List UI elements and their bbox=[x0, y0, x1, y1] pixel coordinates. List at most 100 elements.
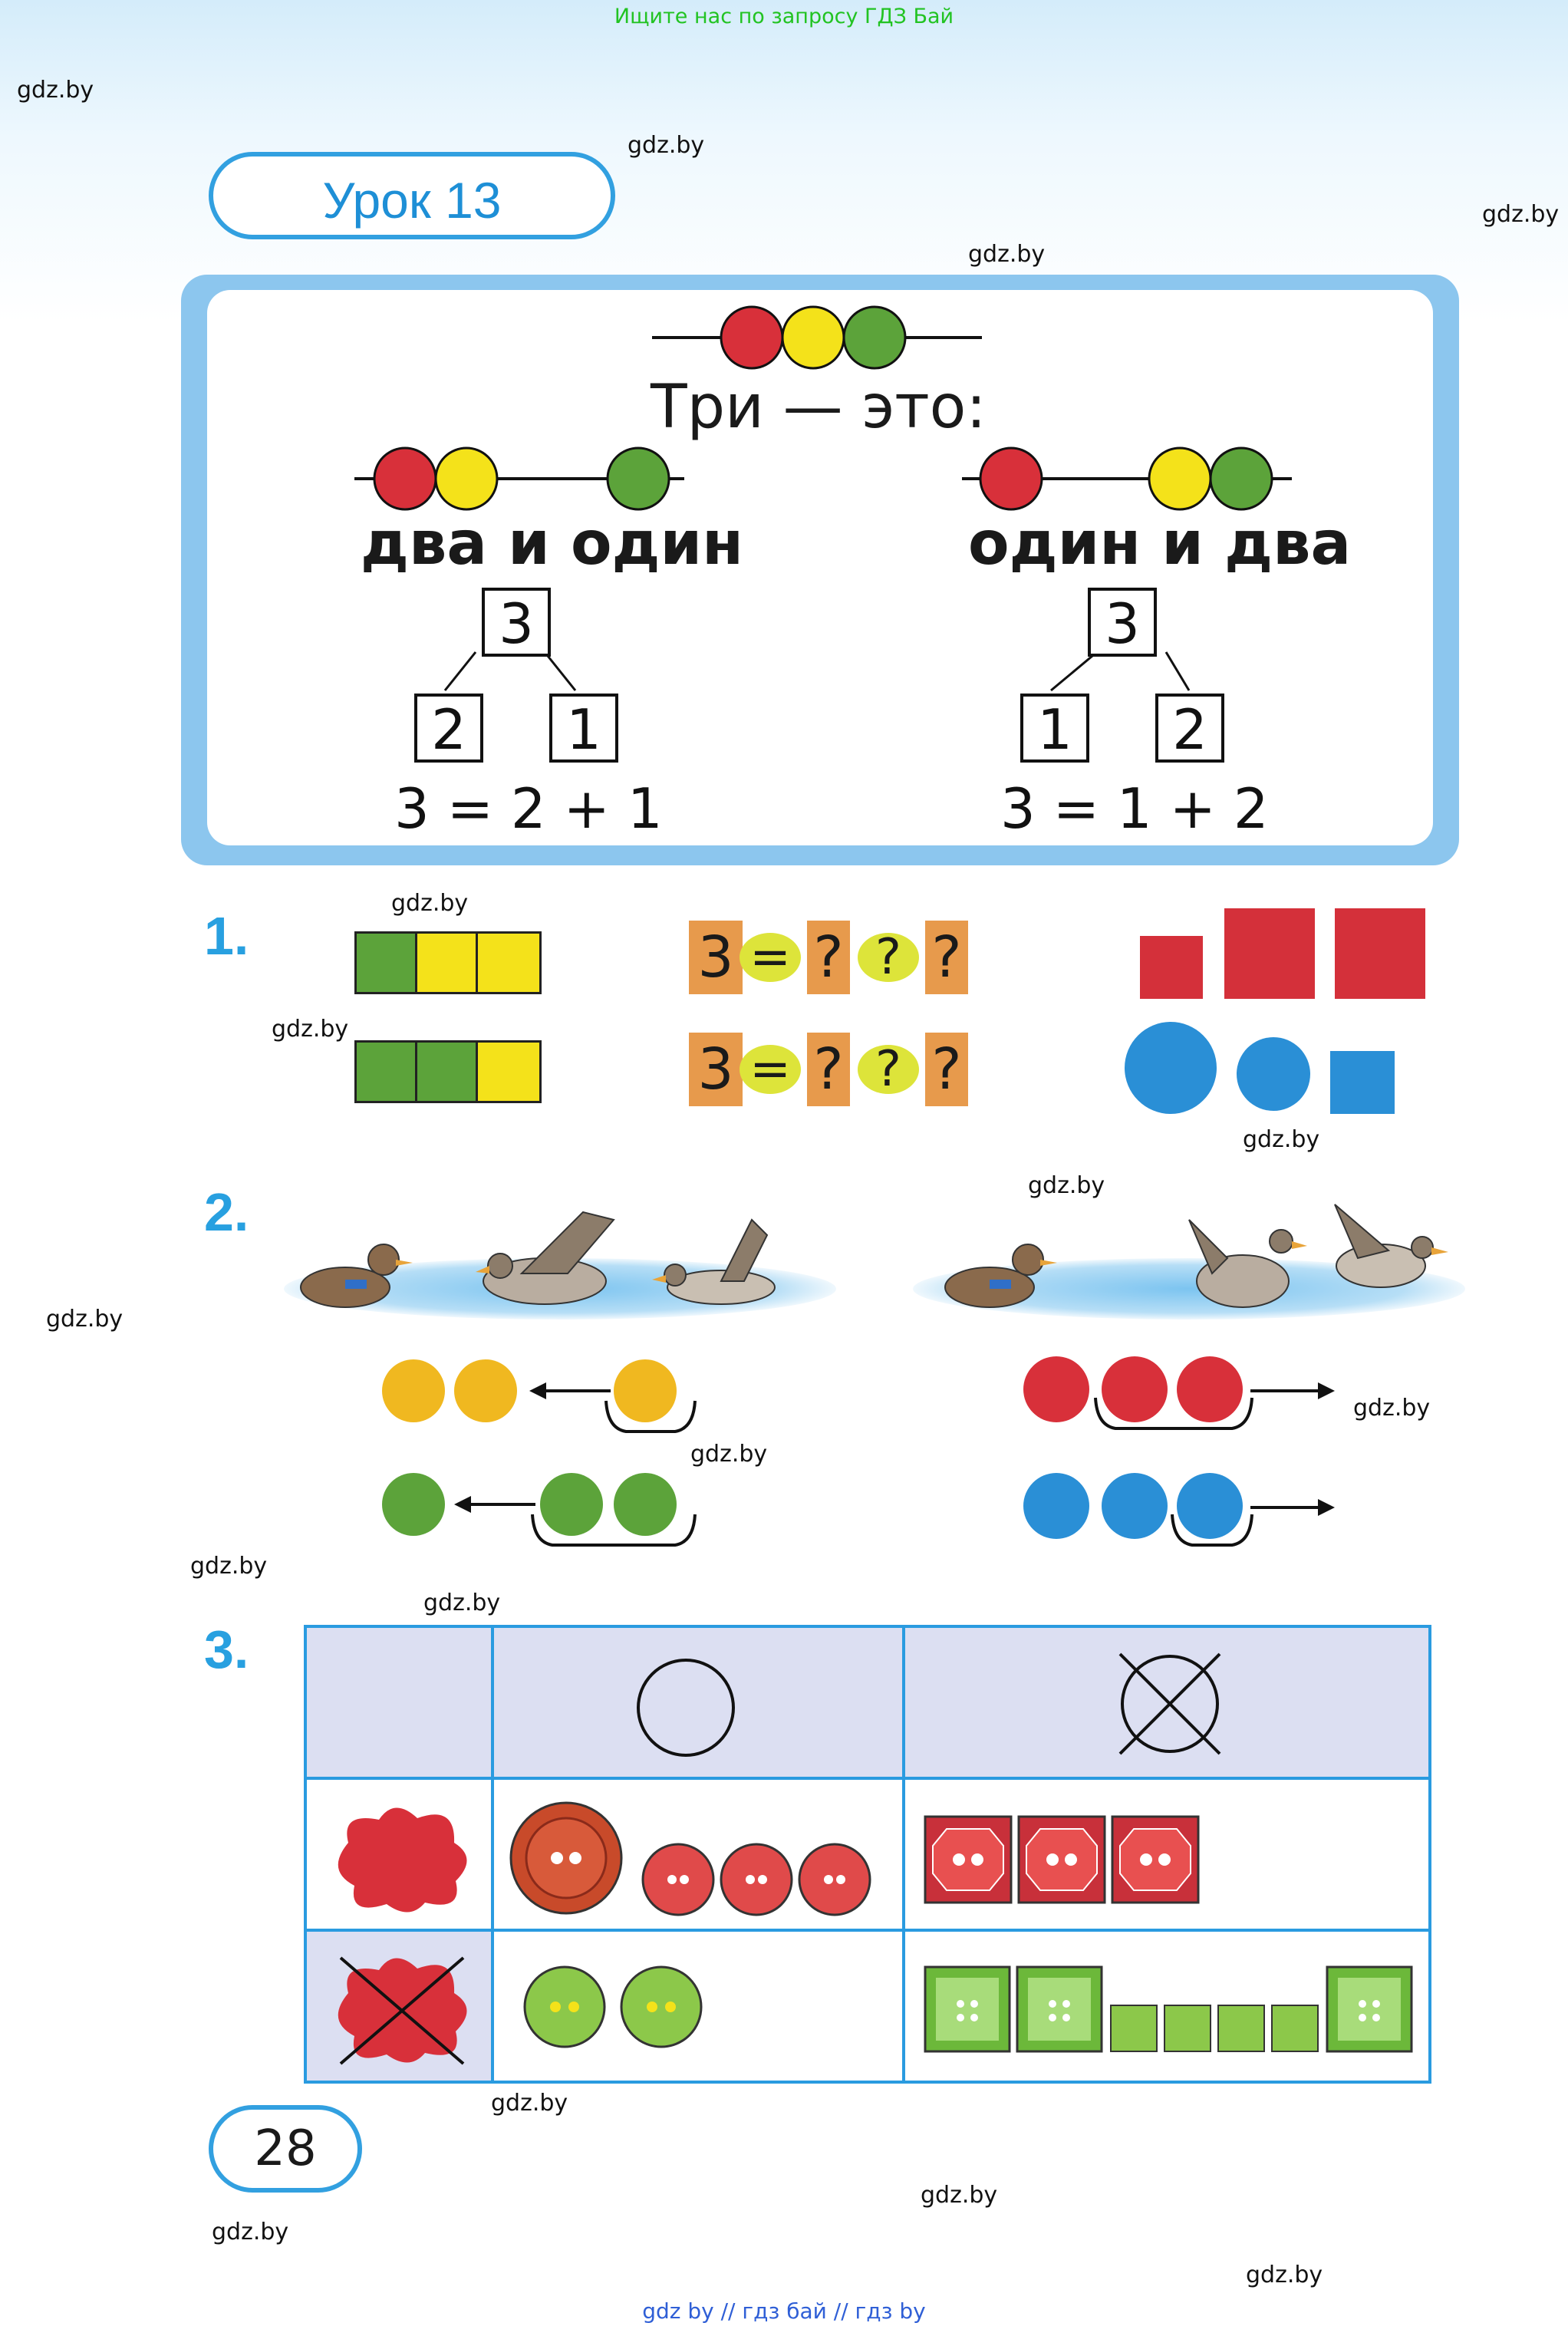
red-big-square bbox=[1224, 908, 1315, 999]
eq-unknown[interactable]: ? bbox=[807, 921, 850, 994]
red-dot bbox=[1023, 1356, 1089, 1422]
footer-links[interactable]: gdz by // гдз бай // гдз by bbox=[642, 2298, 926, 2324]
eq-unknown-sign[interactable]: ? bbox=[858, 933, 919, 982]
watermark: gdz.by bbox=[190, 1553, 268, 1580]
blue-circle bbox=[1237, 1037, 1310, 1111]
watermark: gdz.by bbox=[1243, 1126, 1320, 1153]
yellow-dot bbox=[614, 1359, 677, 1422]
watermark: gdz.by bbox=[391, 890, 469, 917]
abacus-left bbox=[354, 446, 684, 511]
bracket-icon bbox=[1171, 1514, 1253, 1547]
red-dot bbox=[1177, 1356, 1243, 1422]
table-header-crossed-circle bbox=[902, 1625, 1431, 1780]
watermark: gdz.by bbox=[628, 132, 705, 159]
watermark: gdz.by bbox=[921, 2182, 998, 2209]
right-tree-left: 1 bbox=[1020, 694, 1089, 763]
lesson-title: Урок 13 bbox=[209, 152, 615, 239]
exercise-2-number: 2. bbox=[204, 1182, 249, 1242]
strip-cell bbox=[476, 931, 542, 994]
eq-unknown[interactable]: ? bbox=[925, 1033, 968, 1106]
intro-panel bbox=[181, 275, 1459, 865]
table-row-crossed-red-label bbox=[304, 1929, 494, 2084]
red-dot bbox=[1102, 1356, 1168, 1422]
green-dot bbox=[540, 1473, 603, 1536]
goose-flying-icon bbox=[476, 1211, 615, 1305]
duck-icon bbox=[944, 1244, 1057, 1308]
right-tree-top: 3 bbox=[1088, 588, 1157, 657]
exercise-1-number: 1. bbox=[204, 906, 249, 966]
red-round-buttons-icon bbox=[509, 1801, 871, 1916]
green-square-buttons-icon bbox=[924, 1965, 1413, 2053]
eq-equals: = bbox=[740, 933, 801, 982]
eq-equals: = bbox=[740, 1045, 801, 1094]
table-cell-red-round-buttons bbox=[491, 1777, 905, 1932]
blue-dot bbox=[1177, 1473, 1243, 1539]
right-equation: 3 = 1 + 2 bbox=[1000, 776, 1269, 841]
right-tree-lines bbox=[1050, 651, 1191, 692]
duck-icon bbox=[300, 1244, 413, 1308]
table-header-circle bbox=[491, 1625, 905, 1780]
bracket-icon bbox=[604, 1400, 697, 1433]
bracket-icon bbox=[531, 1514, 697, 1547]
table-cell-green-square-buttons bbox=[902, 1929, 1431, 2084]
strip-cell bbox=[415, 931, 478, 994]
blue-square bbox=[1330, 1051, 1395, 1114]
table-cell-red-square-buttons bbox=[902, 1777, 1431, 1932]
page-number: 28 bbox=[209, 2105, 362, 2193]
watermark: gdz.by bbox=[272, 1016, 349, 1043]
eq-unknown[interactable]: ? bbox=[925, 921, 968, 994]
arrow-left-icon bbox=[529, 1382, 611, 1399]
yellow-dot bbox=[454, 1359, 517, 1422]
watermark: gdz.by bbox=[968, 241, 1046, 268]
watermark: gdz.by bbox=[690, 1441, 768, 1468]
left-equation: 3 = 2 + 1 bbox=[394, 776, 663, 841]
right-phrase: один и два bbox=[968, 509, 1352, 578]
strip-cell bbox=[476, 1040, 542, 1103]
watermark: gdz.by bbox=[1482, 201, 1560, 228]
strip-cell bbox=[354, 931, 417, 994]
watermark: gdz.by bbox=[491, 2090, 568, 2117]
intro-panel-inner bbox=[207, 290, 1433, 845]
right-tree-right: 2 bbox=[1155, 694, 1224, 763]
green-dot bbox=[382, 1473, 445, 1536]
watermark: gdz.by bbox=[46, 1306, 124, 1333]
blue-big-circle bbox=[1125, 1022, 1217, 1114]
table-header-corner bbox=[304, 1625, 494, 1780]
watermark: gdz.by bbox=[212, 2219, 289, 2245]
arrow-right-icon bbox=[1250, 1382, 1335, 1399]
goose-flying-icon bbox=[1334, 1204, 1448, 1288]
crossed-circle-icon bbox=[1118, 1652, 1221, 1755]
exercise-3-number: 3. bbox=[204, 1619, 249, 1679]
goose-takeoff-icon bbox=[1188, 1219, 1307, 1308]
table-cell-green-round-buttons bbox=[491, 1929, 905, 2084]
left-tree-right: 1 bbox=[549, 694, 618, 763]
eq-unknown[interactable]: ? bbox=[807, 1033, 850, 1106]
top-banner[interactable]: Ищите нас по запросу ГДЗ Бай bbox=[614, 5, 954, 28]
left-phrase: два и один bbox=[361, 509, 744, 578]
abacus-three-beads bbox=[652, 305, 982, 370]
yellow-dot bbox=[382, 1359, 445, 1422]
abacus-right bbox=[962, 446, 1292, 511]
bracket-icon bbox=[1094, 1397, 1253, 1430]
blue-dot bbox=[1102, 1473, 1168, 1539]
eq-unknown-sign[interactable]: ? bbox=[858, 1045, 919, 1094]
left-tree-left: 2 bbox=[414, 694, 483, 763]
watermark: gdz.by bbox=[1353, 1395, 1431, 1422]
eq-three: 3 bbox=[689, 1033, 743, 1106]
crossed-red-blot-icon bbox=[338, 1956, 467, 2065]
intro-heading: Три — это: bbox=[651, 373, 987, 442]
arrow-right-icon bbox=[1250, 1499, 1335, 1516]
red-blot-icon bbox=[338, 1807, 467, 1913]
birds-right-illustration bbox=[944, 1204, 1448, 1308]
watermark: gdz.by bbox=[1246, 2262, 1323, 2288]
green-dot bbox=[614, 1473, 677, 1536]
birds-left-illustration bbox=[300, 1211, 776, 1308]
strip-cell bbox=[415, 1040, 478, 1103]
watermark: gdz.by bbox=[17, 77, 94, 104]
watermark: gdz.by bbox=[1028, 1172, 1105, 1199]
blue-dot bbox=[1023, 1473, 1089, 1539]
circle-icon bbox=[637, 1659, 735, 1757]
red-square-buttons-icon bbox=[924, 1815, 1200, 1904]
table-row-red-label bbox=[304, 1777, 494, 1932]
red-big-square bbox=[1335, 908, 1425, 999]
